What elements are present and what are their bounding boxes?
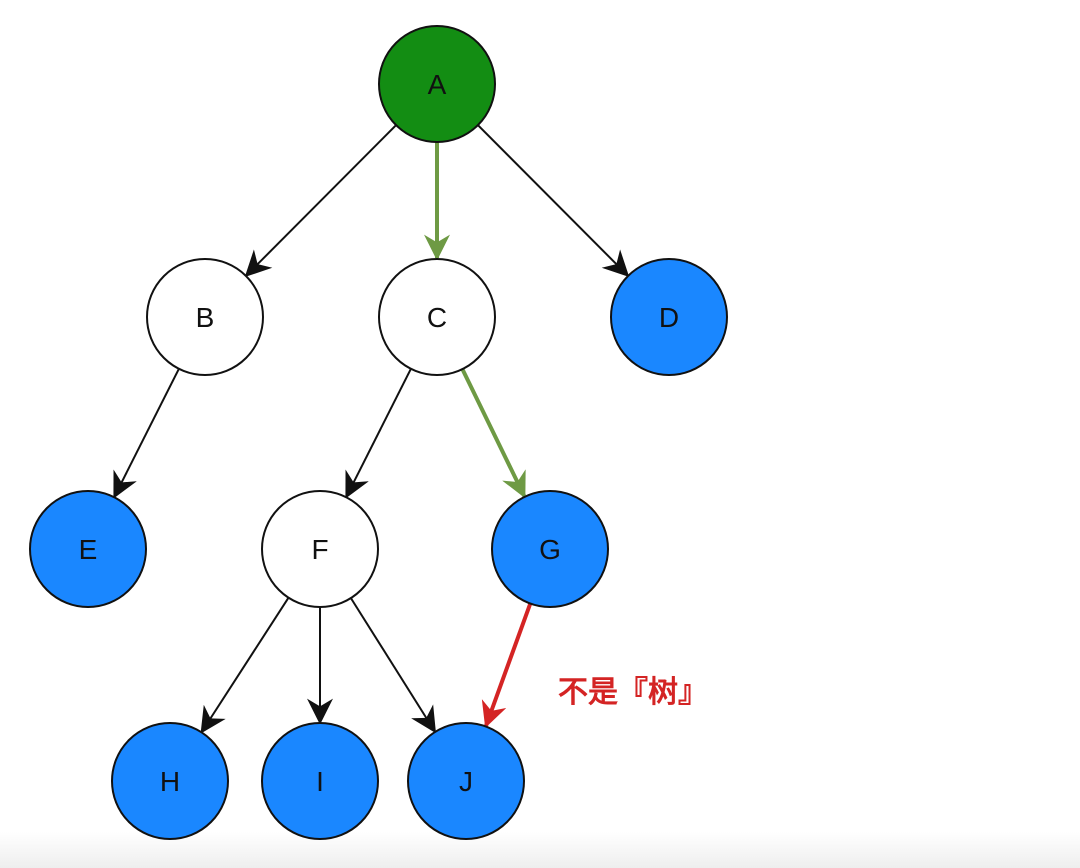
edge-a-b	[244, 124, 397, 278]
node-b-label: B	[196, 302, 215, 333]
node-h-label: H	[160, 766, 180, 797]
edges-layer	[113, 124, 630, 734]
node-g-circle	[491, 490, 609, 608]
edge-f-h	[200, 597, 290, 734]
node-g: G	[491, 490, 609, 608]
node-e-circle	[29, 490, 147, 608]
node-i-label: I	[316, 766, 324, 797]
node-c-label: C	[427, 302, 447, 333]
node-d: D	[610, 258, 728, 376]
node-i-circle	[261, 722, 379, 840]
node-a-label: A	[428, 69, 447, 100]
node-d-label: D	[659, 302, 679, 333]
edge-f-j	[350, 597, 436, 734]
node-e: E	[29, 490, 147, 608]
node-j: J	[407, 722, 525, 840]
node-c: C	[378, 258, 496, 376]
node-i: I	[261, 722, 379, 840]
edge-a-d	[477, 124, 630, 278]
annotation-label: 不是『树』	[558, 675, 708, 710]
node-h: H	[111, 722, 229, 840]
node-e-label: E	[79, 534, 98, 565]
node-f-label: F	[311, 534, 328, 565]
node-d-circle	[610, 258, 728, 376]
edge-c-g	[460, 368, 526, 499]
node-b: B	[146, 258, 264, 376]
edge-c-f	[345, 368, 412, 499]
nodes-layer: A B C D E F G H I J	[29, 25, 728, 840]
node-a-circle	[378, 25, 496, 143]
node-g-label: G	[539, 534, 561, 565]
node-j-label: J	[459, 766, 473, 797]
edge-g-j	[481, 602, 533, 728]
node-b-circle	[146, 258, 264, 376]
node-a: A	[378, 25, 496, 143]
node-f-circle	[261, 490, 379, 608]
node-h-circle	[111, 722, 229, 840]
edge-b-e	[113, 368, 180, 499]
node-c-circle	[378, 258, 496, 376]
node-j-circle	[407, 722, 525, 840]
node-f: F	[261, 490, 379, 608]
